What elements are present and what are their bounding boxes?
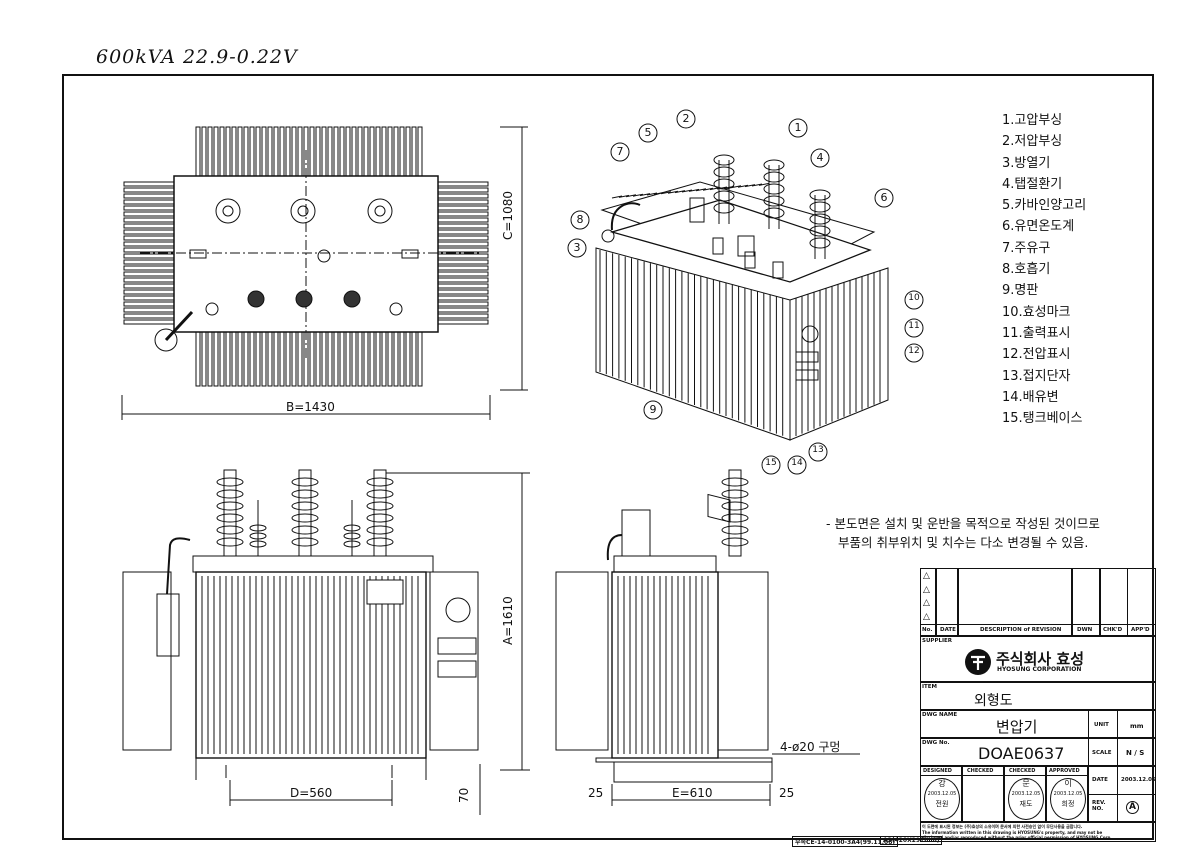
callout-13: 13 bbox=[812, 445, 824, 455]
legend-item: 1.고압부싱 bbox=[1002, 113, 1063, 128]
dim-depth-top: C=1080 bbox=[501, 191, 515, 240]
supplier-label: SUPPLIER bbox=[922, 638, 953, 644]
dim-holes: 4-ø20 구멍 bbox=[780, 740, 841, 754]
callout-15: 15 bbox=[765, 458, 777, 468]
checked-stamp: 문 2003.12.05 재도 bbox=[1008, 778, 1044, 820]
top-view bbox=[121, 126, 528, 420]
designed-stamp: 강 2003.12.05 전원 bbox=[924, 778, 960, 820]
handwritten-spec: 600kVA 22.9-0.22V bbox=[96, 46, 298, 68]
callout-12: 12 bbox=[908, 346, 920, 356]
title-block: △△△△ No. DATE DESCRIPTION of REVISION DW… bbox=[920, 568, 1156, 842]
legend-item: 12.전압표시 bbox=[1002, 347, 1071, 363]
dim-side-offset-left: 25 bbox=[588, 786, 604, 800]
dim-base-side: E=610 bbox=[672, 786, 713, 800]
designed-label: DESIGNED bbox=[923, 768, 952, 774]
paper-size: A3(420X297mm) bbox=[880, 836, 943, 845]
date-label: DATE bbox=[1092, 777, 1108, 783]
legend-item: 9.명판 bbox=[1002, 283, 1039, 299]
checked-label: CHECKED bbox=[967, 768, 994, 774]
revision-triangles-icon: △△△△ bbox=[923, 571, 930, 622]
legend-item: 8.호흡기 bbox=[1002, 262, 1051, 278]
callout-10: 10 bbox=[908, 293, 920, 303]
unit-label: UNIT bbox=[1094, 722, 1109, 728]
legend-item: 11.출력표시 bbox=[1002, 325, 1071, 341]
callout-11: 11 bbox=[908, 321, 920, 331]
callout-3: 3 bbox=[573, 241, 581, 254]
legend-item: 10.효성마크 bbox=[1002, 304, 1071, 320]
drawing-frame bbox=[62, 74, 1154, 840]
legend-item: 13.접지단자 bbox=[1002, 368, 1071, 384]
scale-value: N / S bbox=[1126, 749, 1145, 757]
approved-label: APPROVED bbox=[1049, 768, 1080, 774]
callout-7: 7 bbox=[616, 145, 624, 158]
item-label: ITEM bbox=[922, 684, 938, 690]
rev-date-label: DATE bbox=[940, 627, 956, 633]
legend-item: 5.카바인양고리 bbox=[1002, 198, 1087, 214]
callout-1: 1 bbox=[794, 121, 802, 134]
rev-label: REV. NO. bbox=[1092, 800, 1106, 812]
callout-4: 4 bbox=[816, 151, 824, 164]
callout-14: 14 bbox=[791, 458, 803, 468]
callout-8: 8 bbox=[576, 213, 584, 226]
installation-note: - 본도면은 설치 및 운반을 목적으로 작성된 것이므로 부품의 취부위치 및… bbox=[826, 514, 1100, 552]
legend-item: 4.탭절환기 bbox=[1002, 176, 1063, 192]
rev-value: A bbox=[1126, 801, 1139, 814]
dim-foot-height: 70 bbox=[457, 787, 471, 803]
dwg-no-label: DWG No. bbox=[922, 740, 950, 746]
dim-side-offset-right: 25 bbox=[779, 786, 795, 800]
item-value: 외형도 bbox=[974, 693, 1013, 709]
company-name-en: HYOSUNG CORPORATION bbox=[997, 666, 1082, 673]
checked2-label: CHECKED bbox=[1009, 768, 1036, 774]
rev-chkd-label: CHK'D bbox=[1103, 627, 1123, 633]
legend-item: 2.저압부싱 bbox=[1002, 134, 1063, 150]
legend-item: 3.방열기 bbox=[1002, 155, 1051, 171]
date-value: 2003.12.05 bbox=[1121, 777, 1156, 783]
legend-item: 14.배유변 bbox=[1002, 389, 1059, 405]
unit-value: mm bbox=[1130, 722, 1144, 730]
callout-5: 5 bbox=[644, 126, 652, 139]
hyosung-logo-icon bbox=[965, 649, 991, 675]
form-number: 부속CE-14-0100-3A4(99.11.08) bbox=[792, 836, 899, 847]
rev-dwn-label: DWN bbox=[1077, 627, 1093, 633]
rev-no-label: No. bbox=[922, 627, 933, 633]
note-line: 부품의 취부위치 및 치수는 다소 변경될 수 있음. bbox=[838, 535, 1089, 550]
disclaimer: 이 도면에 표시된 정보는 (주)효성의 소유이며 문서에 의한 사전승인 없이… bbox=[922, 824, 1112, 840]
hv-bushing-icon bbox=[215, 198, 241, 224]
dwg-name-label: DWG NAME bbox=[922, 712, 958, 718]
callout-6: 6 bbox=[880, 191, 888, 204]
legend-item: 6.유면온도계 bbox=[1002, 219, 1075, 235]
callout-2: 2 bbox=[682, 112, 690, 125]
dim-width-top: B=1430 bbox=[286, 400, 335, 414]
note-line: - 본도면은 설치 및 운반을 목적으로 작성된 것이므로 bbox=[826, 516, 1100, 531]
front-view bbox=[122, 469, 530, 815]
approved-stamp: 이 2003.12.05 희정 bbox=[1050, 778, 1086, 820]
dwg-name-value: 변압기 bbox=[996, 718, 1038, 736]
legend-item: 7.주유구 bbox=[1002, 240, 1051, 256]
side-view bbox=[555, 469, 860, 806]
dim-base-front: D=560 bbox=[290, 786, 333, 800]
revision-header bbox=[920, 624, 1156, 636]
callout-9: 9 bbox=[649, 403, 657, 416]
dwg-no-value: DOAE0637 bbox=[978, 744, 1065, 763]
parts-legend: 1.고압부싱 2.저압부싱 3.방열기 4.탭절환기 5.카바인양고리 6.유면… bbox=[1002, 110, 1086, 429]
company-name-ko: 주식회사 효성 bbox=[996, 650, 1085, 668]
dim-height-front: A=1610 bbox=[501, 596, 515, 645]
scale-label: SCALE bbox=[1092, 750, 1112, 756]
rev-desc-label: DESCRIPTION of REVISION bbox=[980, 627, 1062, 633]
isometric-view bbox=[595, 154, 889, 523]
legend-item: 15.탱크베이스 bbox=[1002, 411, 1083, 427]
rev-appd-label: APP'D bbox=[1131, 627, 1150, 633]
